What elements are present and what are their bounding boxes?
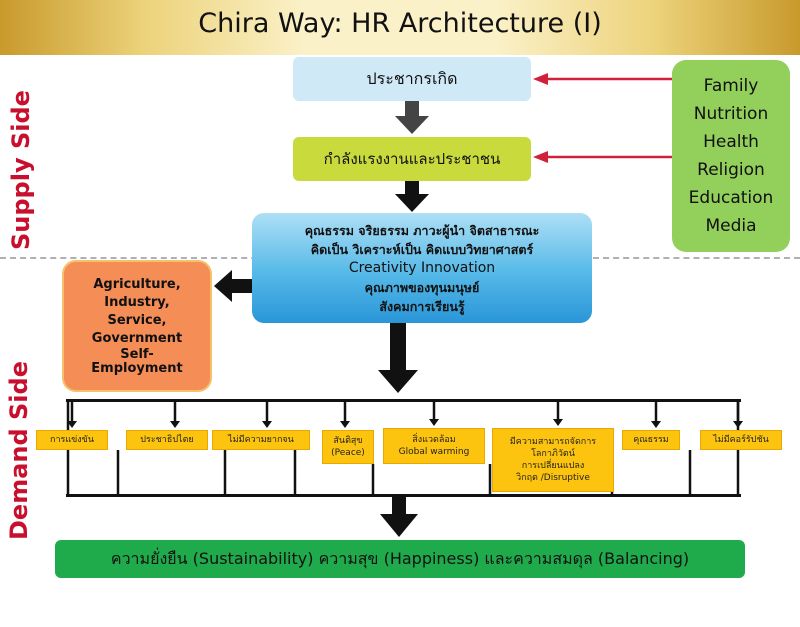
arrow-factors-to-birth xyxy=(533,73,672,85)
sector-item: Employment xyxy=(91,361,183,376)
title-banner xyxy=(0,0,800,55)
demand-label: สันติสุข xyxy=(333,436,363,446)
demand-bottom-bar xyxy=(66,494,741,497)
demand-box-no-corruption: ไม่มีคอร์รัปชัน xyxy=(700,430,782,450)
demand-box-peace: สันติสุข (Peace) xyxy=(322,430,374,464)
sector-item: Self- xyxy=(120,347,154,362)
outcome-box: ความยั่งยืน (Sustainability) ความสุข (Ha… xyxy=(55,540,745,578)
arrow-center-to-demand xyxy=(378,323,418,393)
page-title: Chira Way: HR Architecture (I) xyxy=(198,8,602,39)
demand-box-democracy: ประชาธิปไตย xyxy=(126,430,208,450)
human-capital-quality-box: คุณธรรม จริยธรรม ภาวะผู้นำ จิตสาธารณะ คิ… xyxy=(252,213,592,323)
factor-item: Religion xyxy=(697,160,765,180)
arrow-demand-to-outcome xyxy=(380,497,418,537)
demand-box-competition: การแข่งขัน xyxy=(36,430,108,450)
demand-box-globalization: มีความสามารถจัดการ โลกาภิวัตน์ การเปลี่ย… xyxy=(492,428,614,492)
population-birth-box: ประชากรเกิด xyxy=(293,57,531,101)
factor-item: Family xyxy=(703,76,759,96)
demand-box-no-poverty: ไม่มีความยากจน xyxy=(212,430,310,450)
arrow-birth-to-labor xyxy=(395,101,429,134)
center-line: คุณธรรม จริยธรรม ภาวะผู้นำ จิตสาธารณะ xyxy=(304,222,540,238)
sector-item: Agriculture, xyxy=(93,277,181,292)
demand-top-bar xyxy=(66,399,741,402)
sector-item: Service, xyxy=(107,313,167,328)
demand-label: ประชาธิปไตย xyxy=(140,435,194,445)
economic-sectors-box: Agriculture, Industry, Service, Governme… xyxy=(62,260,212,392)
demand-label: โลกาภิวัตน์ xyxy=(531,449,575,459)
demand-label: วิกฤต /Disruptive xyxy=(516,473,590,483)
center-line: สังคมการเรียนรู้ xyxy=(379,298,465,314)
demand-label: การแข่งขัน xyxy=(50,435,94,445)
demand-label: ไม่มีคอร์รัปชัน xyxy=(713,435,769,445)
demand-label: Global warming xyxy=(398,447,470,457)
demand-connectors xyxy=(66,400,743,496)
factor-item: Health xyxy=(703,132,759,152)
demand-box-environment: สิ่งแวดล้อม Global warming xyxy=(383,428,485,464)
factor-item: Education xyxy=(688,188,774,208)
sector-item: Government xyxy=(91,331,183,346)
arrow-labor-to-center xyxy=(395,181,429,212)
center-line: คิดเป็น วิเคราะห์เป็น คิดแบบวิทยาศาสตร์ xyxy=(310,241,534,257)
factor-item: Nutrition xyxy=(693,104,769,124)
influence-factors-box: Family Nutrition Health Religion Educati… xyxy=(672,60,790,252)
demand-label: สิ่งแวดล้อม xyxy=(412,435,456,445)
demand-label: คุณธรรม xyxy=(633,435,669,445)
labor-force-box: กำลังแรงงานและประชาชน xyxy=(293,137,531,181)
demand-label: (Peace) xyxy=(331,448,365,458)
demand-label: ไม่มีความยากจน xyxy=(228,435,294,445)
arrow-center-to-sectors xyxy=(214,270,252,302)
demand-label: การเปลี่ยนแปลง xyxy=(521,461,585,471)
arrow-factors-to-labor xyxy=(533,151,672,163)
demand-label: มีความสามารถจัดการ xyxy=(509,437,597,447)
demand-box-morality: คุณธรรม xyxy=(622,430,680,450)
center-line: คุณภาพของทุนมนุษย์ xyxy=(364,279,480,295)
sector-item: Industry, xyxy=(104,295,170,310)
factor-item: Media xyxy=(705,216,757,236)
center-line: Creativity Innovation xyxy=(348,259,496,276)
